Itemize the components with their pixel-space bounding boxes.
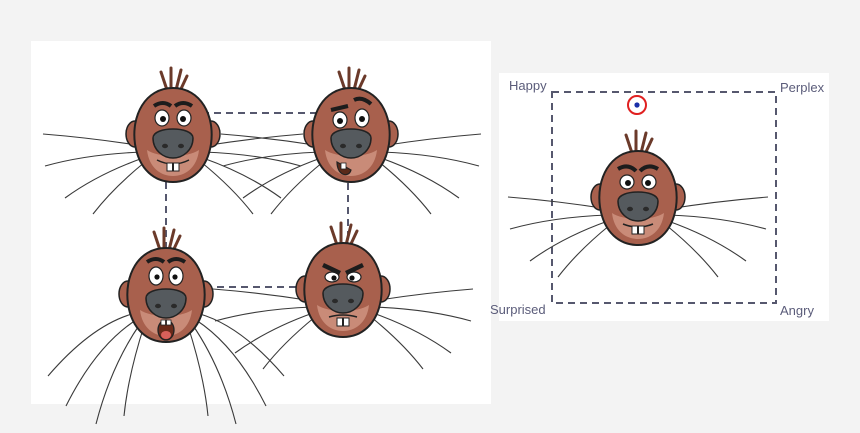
- corner-label-happy: Happy: [509, 78, 547, 93]
- corner-label-perplex: Perplex: [780, 80, 825, 95]
- expression-keyframes-panel: [31, 41, 491, 404]
- beaver-face-perplex-icon: [221, 68, 481, 214]
- blend-space-panel: Happy Perplex Surprised Angry: [490, 73, 829, 321]
- corner-label-surprised: Surprised: [490, 302, 546, 317]
- keyframe-connector: [165, 112, 349, 288]
- beaver-face-angry-icon: [213, 223, 473, 369]
- keyframe-grid: [31, 41, 491, 404]
- blend-space-canvas: [499, 91, 777, 304]
- beaver-face-blended-icon: [508, 131, 768, 277]
- blend-space-boundary: [551, 91, 777, 304]
- beaver-face-happy-icon: [43, 68, 303, 214]
- beaver-face-surprised-icon: [48, 228, 284, 424]
- blend-control-point[interactable]: [627, 95, 647, 115]
- corner-label-angry: Angry: [780, 303, 814, 318]
